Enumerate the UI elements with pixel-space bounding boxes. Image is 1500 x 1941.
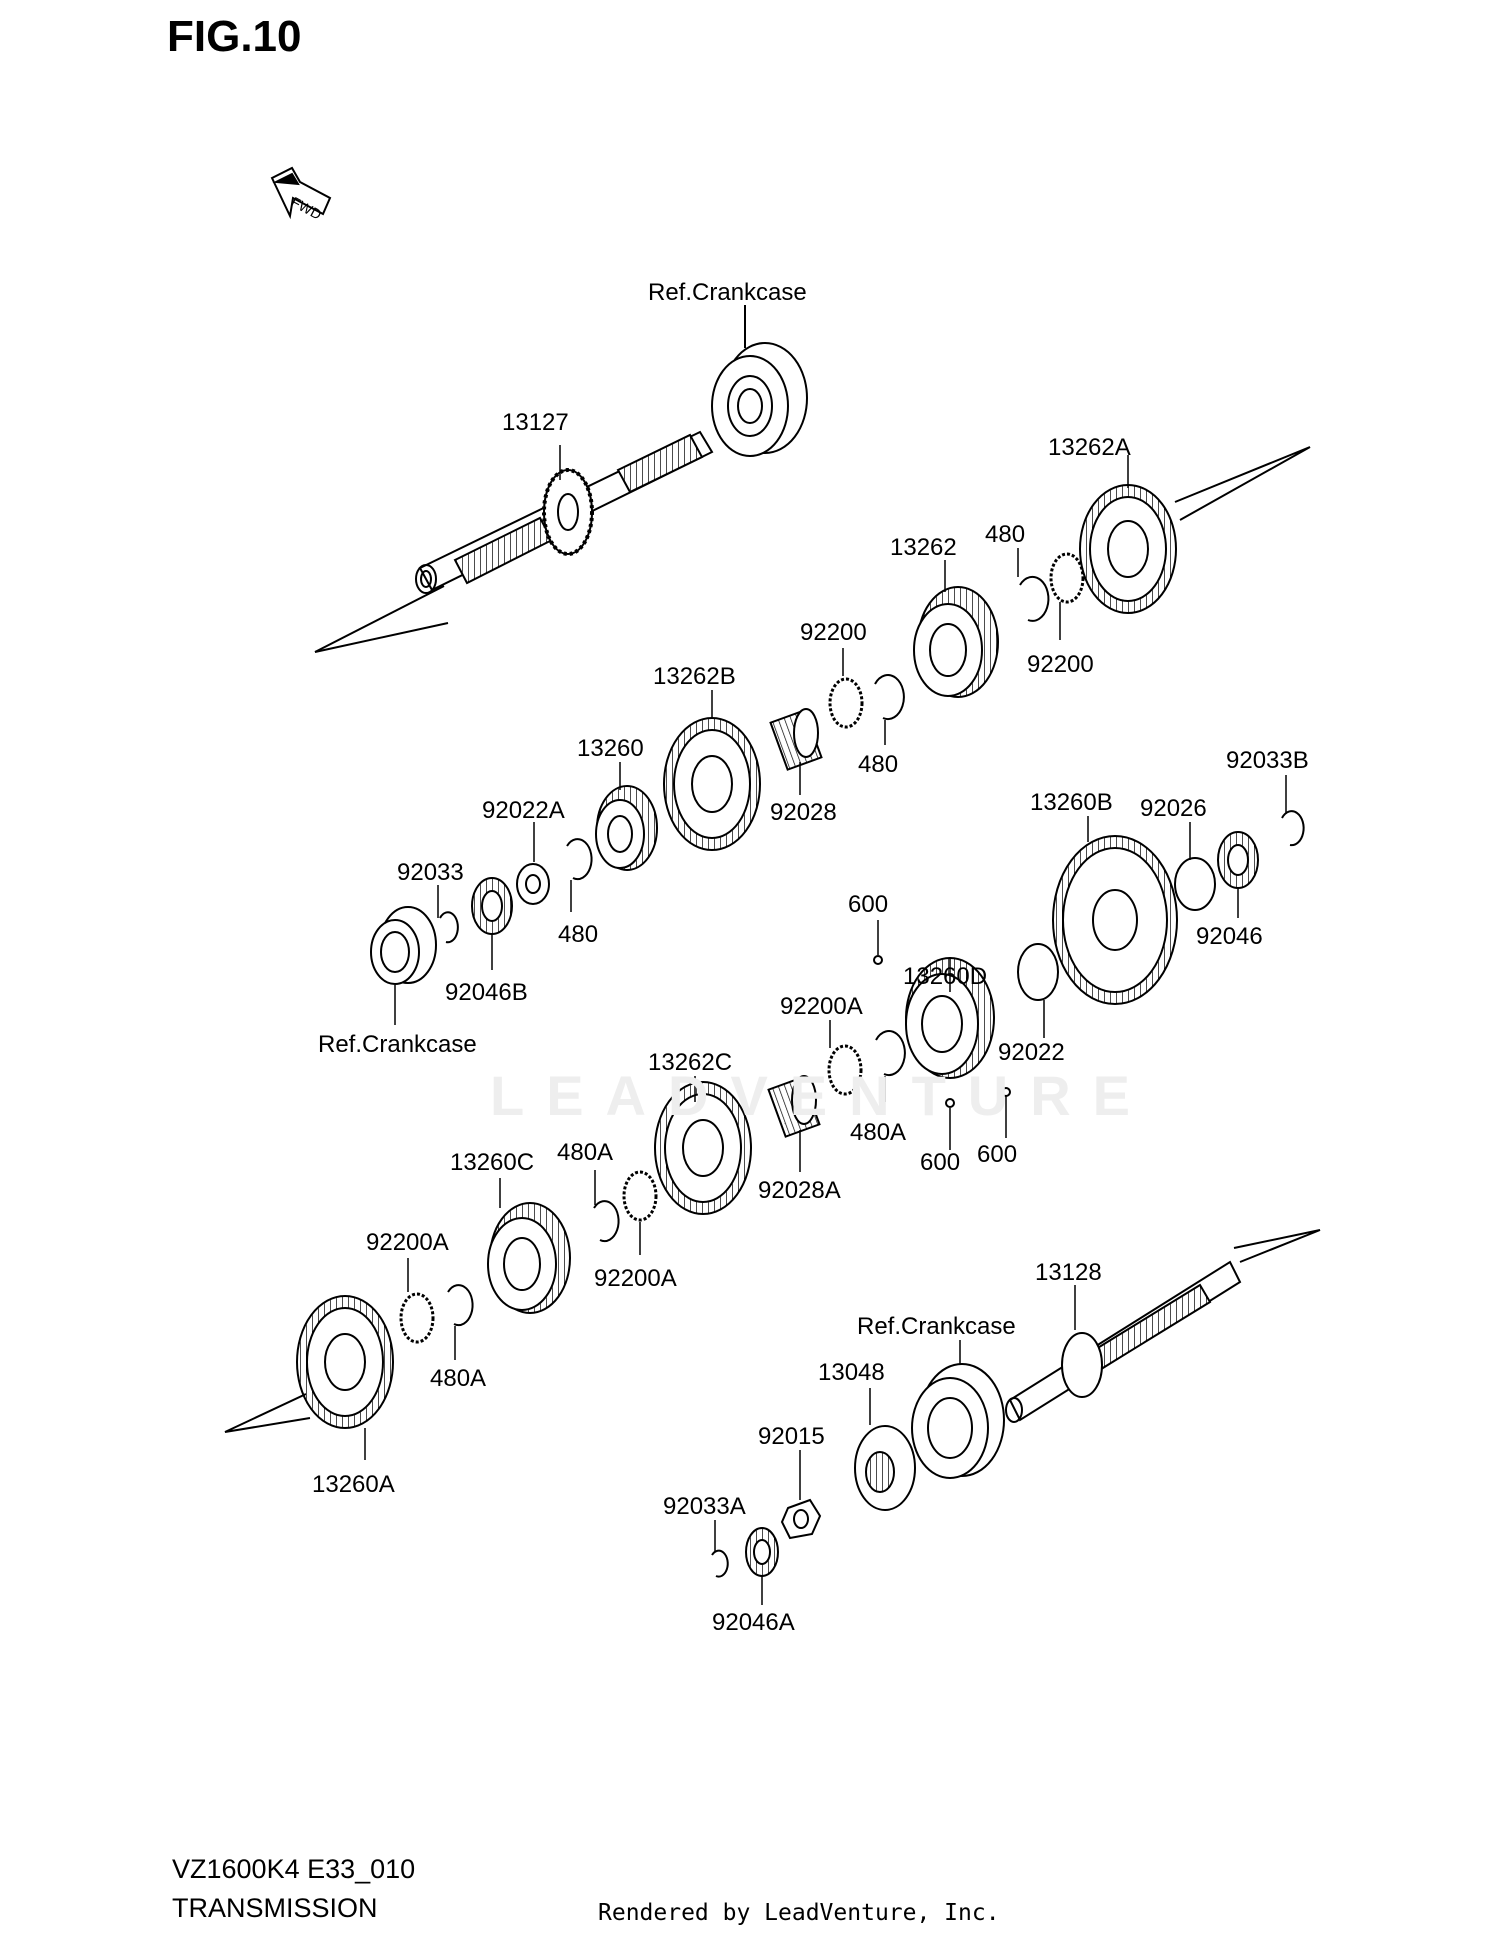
callout-label: 92015	[758, 1423, 825, 1450]
callout-label: 480A	[850, 1119, 906, 1146]
gear-13260B	[1052, 835, 1178, 1005]
ring-92200-mid	[828, 677, 864, 729]
callout-label: 92033B	[1226, 747, 1309, 774]
ring-92200A-lower	[622, 1170, 658, 1222]
callout-label: 92022	[998, 1039, 1065, 1066]
callout-label: Ref.Crankcase	[857, 1313, 1016, 1340]
callout-label: 92200A	[366, 1229, 449, 1256]
callout-label: 92022A	[482, 797, 565, 824]
callout-label: 13260B	[1030, 789, 1113, 816]
circlip-92033A	[711, 1549, 729, 1578]
callout-label: 92200A	[780, 993, 863, 1020]
callout-label: Ref.Crankcase	[318, 1031, 477, 1058]
callout-label: 92033A	[663, 1493, 746, 1520]
bearing-ref-crankcase-lower	[911, 1363, 1005, 1479]
callout-label: 13262B	[653, 663, 736, 690]
callout-label: 92046	[1196, 923, 1263, 950]
needle-bearing-92028	[769, 708, 823, 771]
callout-label: Ref.Crankcase	[648, 279, 807, 306]
section-name: TRANSMISSION	[172, 1893, 378, 1923]
nut-92015	[780, 1498, 822, 1540]
needle-bearing-92046B	[471, 877, 513, 935]
callout-label: 13127	[502, 409, 569, 436]
bearing-ref-crankcase-left	[370, 906, 437, 985]
circlip-92033	[439, 911, 459, 944]
gear-13262	[913, 586, 999, 698]
callout-label: 92046A	[712, 1609, 795, 1636]
gear-13260C	[487, 1202, 571, 1314]
callout-label: 13262C	[648, 1049, 732, 1076]
callout-label: 92200A	[594, 1265, 677, 1292]
render-credit: Rendered by LeadVenture, Inc.	[598, 1900, 1000, 1926]
input-shaft-13127	[415, 430, 714, 594]
gear-13262B	[663, 717, 761, 851]
callout-label: 600	[920, 1149, 960, 1176]
circlip-480-mid	[874, 674, 905, 721]
gear-13262C	[654, 1081, 752, 1215]
circlip-480A-mid	[875, 1030, 906, 1077]
callout-label: 13260C	[450, 1149, 534, 1176]
callout-labels: Ref.Crankcase 13127 13262A 13262 480 92200 922…	[312, 279, 1309, 1636]
callout-label: 13260D	[903, 963, 987, 990]
callout-label: 480A	[557, 1139, 613, 1166]
figure-title: FIG.10	[167, 12, 302, 61]
circlip-92033B	[1281, 810, 1305, 847]
callout-label: 13260	[577, 735, 644, 762]
callout-label: 480	[858, 751, 898, 778]
ring-92200-upper	[1049, 552, 1085, 604]
ball-600-a	[873, 955, 883, 965]
callout-label: 92200	[1027, 651, 1094, 678]
callout-label: 92028A	[758, 1177, 841, 1204]
callout-label: 13128	[1035, 1259, 1102, 1286]
needle-bearing-92046A	[745, 1527, 779, 1577]
callout-label: 92200	[800, 619, 867, 646]
axis-line	[314, 585, 445, 653]
callout-label: 600	[977, 1141, 1017, 1168]
callout-label: 92026	[1140, 795, 1207, 822]
gear-13262A	[1079, 484, 1177, 614]
callout-label: 480	[558, 921, 598, 948]
ring-92200A-left	[399, 1292, 435, 1344]
circlip-480-upper	[1019, 575, 1050, 622]
callout-label: 480A	[430, 1365, 486, 1392]
needle-bearing-92028A	[767, 1075, 821, 1138]
circlip-480-left	[566, 838, 593, 881]
callout-label: 92033	[397, 859, 464, 886]
ball-600-b	[945, 1098, 955, 1108]
callout-label: 13260A	[312, 1471, 395, 1498]
output-shaft-13128	[1005, 1260, 1242, 1423]
gear-13260	[595, 785, 658, 871]
circlip-480A-lower	[593, 1200, 620, 1243]
callout-label: 13262A	[1048, 434, 1131, 461]
bearing-ref-crankcase-top	[711, 342, 808, 457]
circlip-480A-left	[447, 1284, 474, 1327]
washer-92022	[1017, 943, 1059, 1001]
callout-label: 480	[985, 521, 1025, 548]
callout-label: 13262	[890, 534, 957, 561]
callout-label: 600	[848, 891, 888, 918]
needle-bearing-92046	[1217, 831, 1259, 889]
washer-92022A	[516, 863, 550, 905]
model-code: VZ1600K4 E33_010	[172, 1854, 416, 1884]
gear-13260D	[905, 957, 995, 1079]
callout-label: 92046B	[445, 979, 528, 1006]
washer-92026	[1174, 857, 1216, 911]
gear-13260A	[296, 1295, 394, 1429]
leader-lines	[364, 445, 1287, 1605]
callout-label: 13048	[818, 1359, 885, 1386]
fwd-arrow-icon: FWD	[270, 166, 332, 223]
ring-92200A-mid	[827, 1044, 863, 1096]
watermark: LEADVENTURE	[490, 1064, 1153, 1127]
cam-13048	[854, 1425, 916, 1511]
callout-label: 92028	[770, 799, 837, 826]
